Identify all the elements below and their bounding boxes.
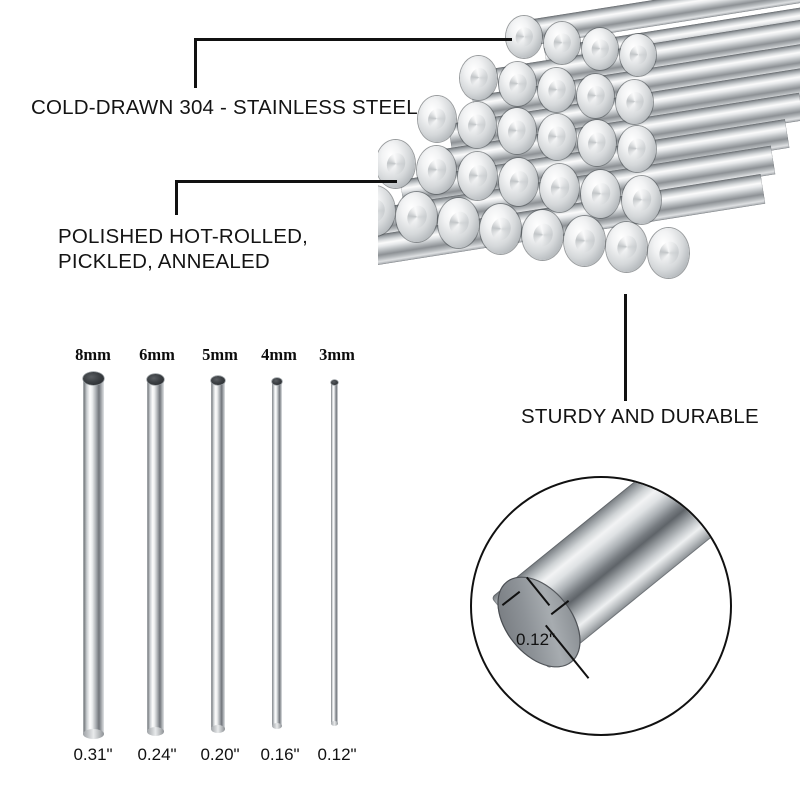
- rod-end-cap: [582, 28, 618, 70]
- rod-end-cap: [418, 96, 456, 142]
- rod-end-cap: [648, 228, 689, 278]
- rod-end-cap: [499, 158, 538, 206]
- rod-end-cap: [581, 170, 620, 218]
- magnified-rod: [480, 478, 730, 712]
- magnifier-detail-circle: 0.12": [470, 476, 732, 736]
- rod-end-cap: [480, 204, 521, 254]
- size-label-imperial: 0.31": [73, 745, 113, 764]
- rod-end-cap: [578, 120, 616, 166]
- rod-end-cap: [417, 146, 456, 194]
- rod-end-cap: [396, 192, 437, 242]
- rod-bundle-image: [378, 0, 800, 324]
- rod-end-cap: [522, 210, 563, 260]
- rod-end-cap: [577, 74, 614, 118]
- rod-end-cap: [498, 108, 536, 154]
- rod-end-cap: [538, 68, 575, 112]
- callout-label-polished-line1: POLISHED HOT-ROLLED,: [58, 225, 309, 248]
- rod-end-cap: [438, 198, 479, 248]
- size-label-imperial: 0.20": [200, 745, 240, 764]
- rod-end-cap: [620, 34, 656, 76]
- rod-end-cap: [538, 114, 576, 160]
- size-label-imperial: 0.12": [317, 745, 357, 764]
- size-label-metric: 4mm: [261, 345, 297, 364]
- rod-end-cap: [540, 164, 579, 212]
- rod-end-cap: [458, 102, 496, 148]
- rod-end-cap: [458, 152, 497, 200]
- rod-end-cap: [499, 62, 536, 106]
- callout-label-polished-line2: PICKLED, ANNEALED: [58, 250, 270, 273]
- rod-end-cap: [606, 222, 647, 272]
- rod-top-cap: [331, 380, 338, 385]
- size-label-imperial: 0.16": [260, 745, 300, 764]
- rod-end-cap: [544, 22, 580, 64]
- size-label-metric: 8mm: [75, 345, 111, 364]
- rod-top-cap: [83, 372, 104, 385]
- rod-end-cap: [460, 56, 497, 100]
- rod-top-cap: [211, 376, 225, 385]
- callout-label-sturdy: STURDY AND DURABLE: [521, 405, 759, 428]
- rod-end-cap: [564, 216, 605, 266]
- rod-end-cap: [378, 186, 395, 236]
- rod-end-cap: [616, 80, 653, 124]
- size-label-imperial: 0.24": [137, 745, 177, 764]
- dimension-value-label: 0.12": [516, 630, 556, 649]
- callout-label-polished: POLISHED HOT-ROLLED,PICKLED, ANNEALED: [58, 224, 308, 274]
- rod-end-cap: [622, 176, 661, 224]
- size-label-metric: 6mm: [139, 345, 175, 364]
- rod-end-cap: [618, 126, 656, 172]
- callout-label-cold-drawn: COLD-DRAWN 304 - STAINLESS STEEL: [31, 96, 418, 119]
- size-label-metric: 3mm: [319, 345, 355, 364]
- size-label-metric: 5mm: [202, 345, 238, 364]
- rod-top-cap: [272, 378, 282, 385]
- rod-end-cap: [506, 16, 542, 58]
- rod-top-cap: [147, 374, 164, 385]
